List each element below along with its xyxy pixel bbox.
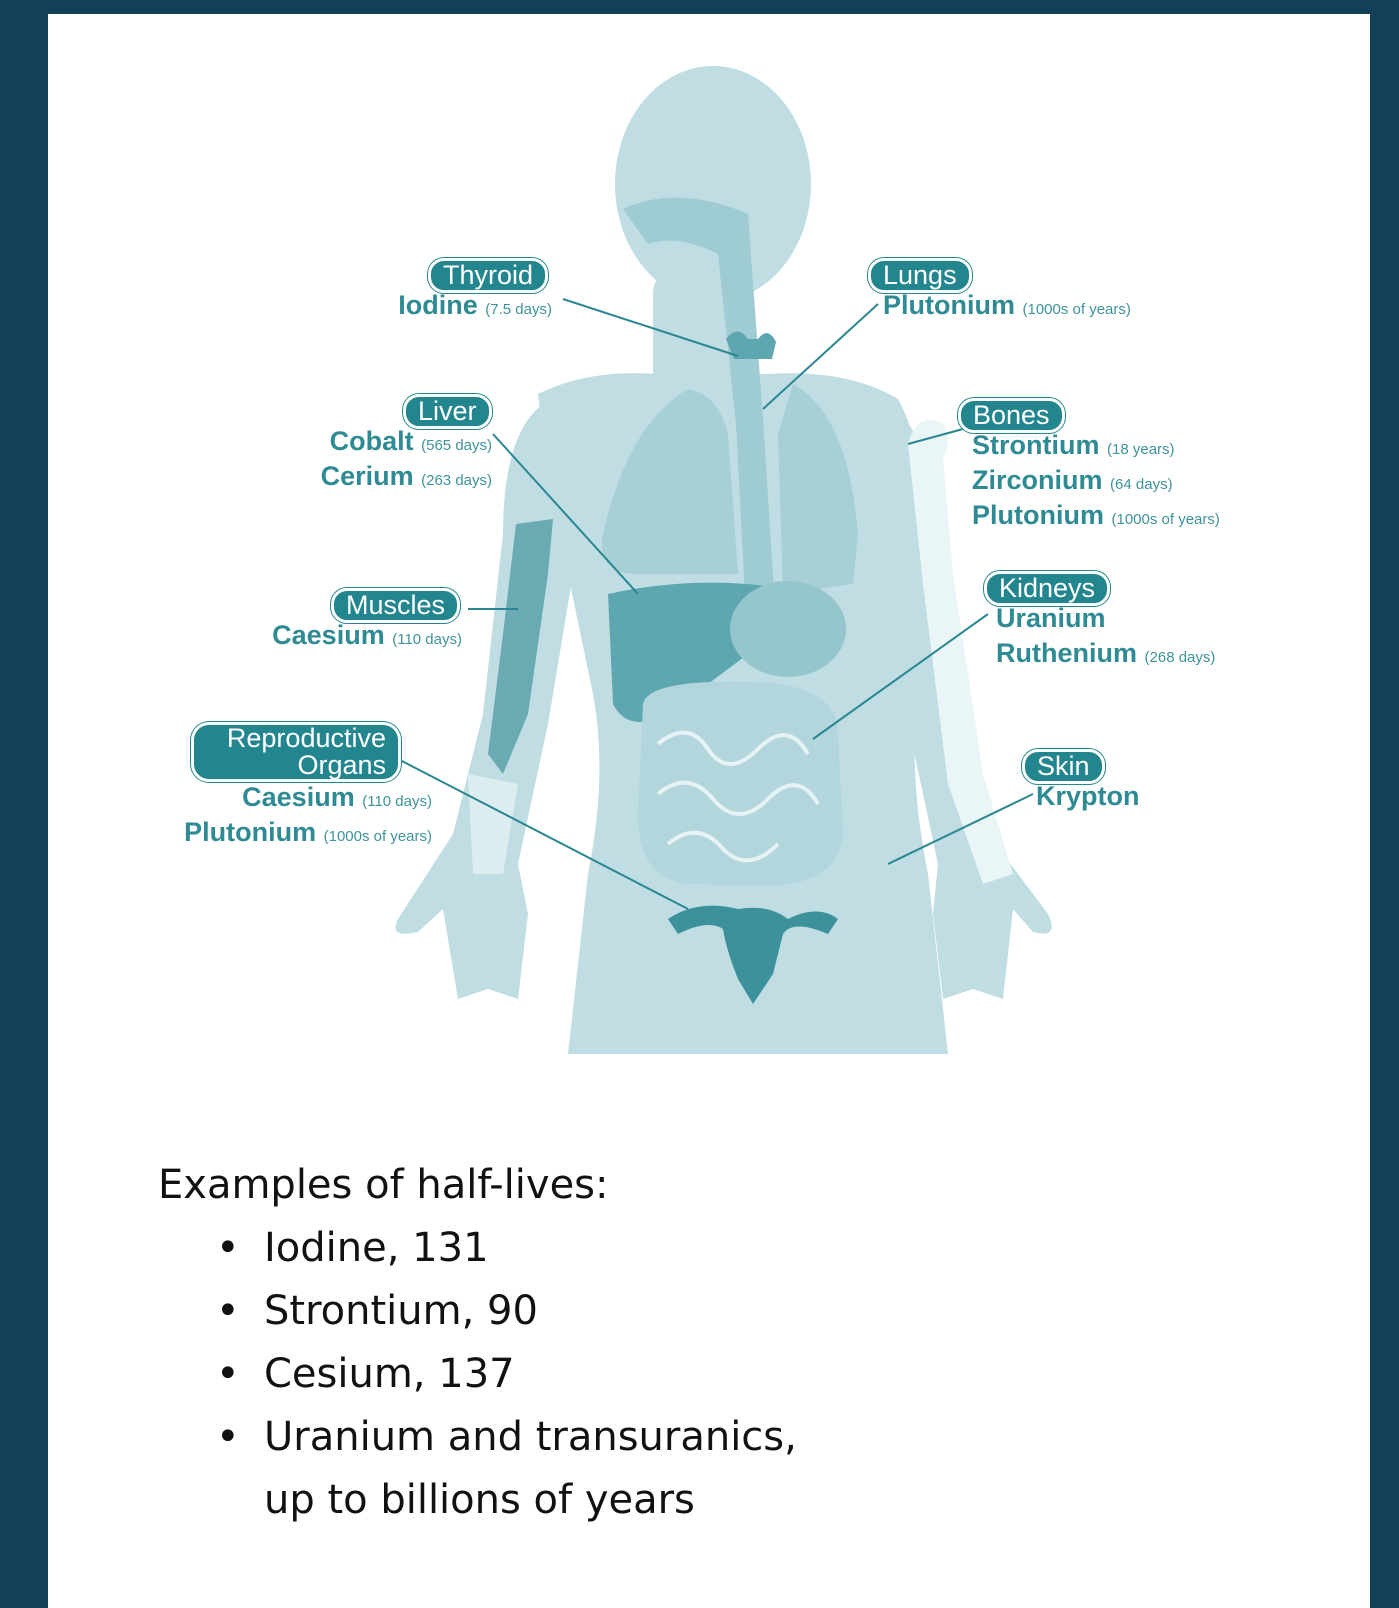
kidneys-elements: Uranium Ruthenium (268 days) bbox=[996, 603, 1215, 673]
reproductive-elements: Caesium (110 days) Plutonium (1000s of y… bbox=[184, 782, 432, 852]
element-row: Caesium (110 days) bbox=[272, 620, 462, 655]
notes-heading: Examples of half-lives: bbox=[158, 1154, 797, 1217]
bullet-icon: • bbox=[216, 1280, 240, 1343]
element-row: Ruthenium (268 days) bbox=[996, 638, 1215, 673]
element-row: Krypton bbox=[1036, 781, 1140, 812]
body-illustration bbox=[48, 14, 1370, 1074]
element-row: Iodine (7.5 days) bbox=[398, 290, 552, 325]
label-thyroid: Thyroid bbox=[428, 258, 548, 293]
liver-elements: Cobalt (565 days) Cerium (263 days) bbox=[321, 426, 492, 496]
label-bones: Bones bbox=[958, 398, 1065, 433]
lungs-elements: Plutonium (1000s of years) bbox=[883, 290, 1131, 325]
element-row: Zirconium (64 days) bbox=[972, 465, 1220, 500]
skin-elements: Krypton bbox=[1036, 781, 1140, 812]
list-item: •Iodine, 131 bbox=[216, 1217, 797, 1280]
half-lives-list: •Iodine, 131 •Strontium, 90 •Cesium, 137… bbox=[158, 1217, 797, 1532]
thyroid-elements: Iodine (7.5 days) bbox=[398, 290, 552, 325]
bullet-icon: • bbox=[216, 1217, 240, 1280]
element-row: Plutonium (1000s of years) bbox=[883, 290, 1131, 325]
label-liver: Liver bbox=[403, 394, 492, 429]
label-lungs: Lungs bbox=[868, 258, 972, 293]
label-kidneys: Kidneys bbox=[984, 571, 1110, 606]
label-muscles: Muscles bbox=[331, 588, 460, 623]
list-item: •Cesium, 137 bbox=[216, 1343, 797, 1406]
label-reproductive: Reproductive Organs bbox=[191, 722, 401, 782]
bullet-icon: • bbox=[216, 1406, 240, 1469]
muscles-elements: Caesium (110 days) bbox=[272, 620, 462, 655]
element-row: Uranium bbox=[996, 603, 1215, 638]
element-row: Plutonium (1000s of years) bbox=[972, 500, 1220, 535]
slide-card: Thyroid Iodine (7.5 days) Liver Cobalt (… bbox=[48, 14, 1370, 1608]
list-item: •Strontium, 90 bbox=[216, 1280, 797, 1343]
element-row: Cobalt (565 days) bbox=[321, 426, 492, 461]
element-row: Cerium (263 days) bbox=[321, 461, 492, 496]
list-item: •Uranium and transuranics,up to billions… bbox=[216, 1406, 797, 1532]
element-row: Caesium (110 days) bbox=[184, 782, 432, 817]
element-row: Plutonium (1000s of years) bbox=[184, 817, 432, 852]
bullet-icon: • bbox=[216, 1343, 240, 1406]
label-skin: Skin bbox=[1022, 749, 1105, 784]
intestines-shape bbox=[638, 682, 843, 886]
stomach-shape bbox=[730, 581, 846, 677]
half-lives-notes: Examples of half-lives: •Iodine, 131 •St… bbox=[158, 1154, 797, 1532]
bones-elements: Strontium (18 years) Zirconium (64 days)… bbox=[972, 430, 1220, 535]
element-row: Strontium (18 years) bbox=[972, 430, 1220, 465]
